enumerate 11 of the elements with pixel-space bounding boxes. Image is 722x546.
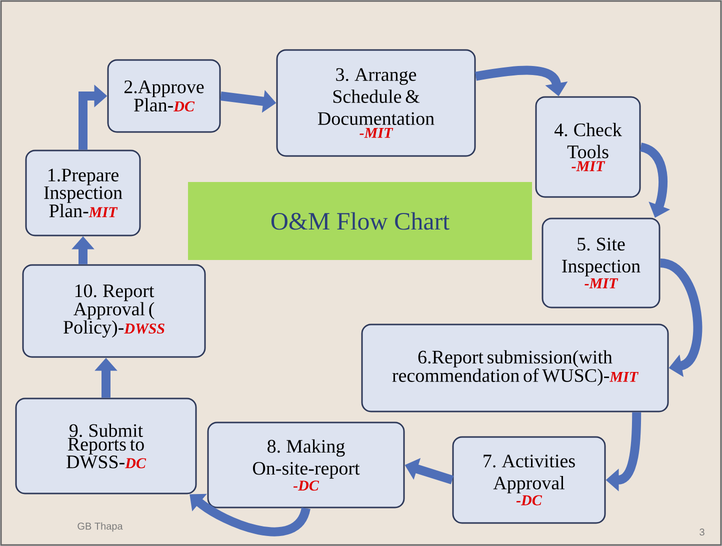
footer-text: GB Thapa (78, 522, 123, 532)
footer-text: 3 (700, 528, 704, 536)
process-box: 8. Making On-site-report -DC (207, 422, 405, 508)
process-box: 1.Prepare Inspection Plan-MIT (25, 150, 141, 236)
process-box: 3. Arrange Schedule & Documentation -MIT (276, 49, 476, 157)
process-box: 2.Approve Plan-DC (107, 59, 221, 133)
process-box: 9. Submit Reports to DWSS-DC (15, 398, 197, 494)
process-box: 5. Site Inspection -MIT (542, 218, 660, 308)
process-box: 7. Activities Approval -DC (452, 436, 606, 524)
title-box: O&M Flow Chart (188, 182, 532, 260)
process-box: 4. Check Tools -MIT (535, 96, 641, 198)
